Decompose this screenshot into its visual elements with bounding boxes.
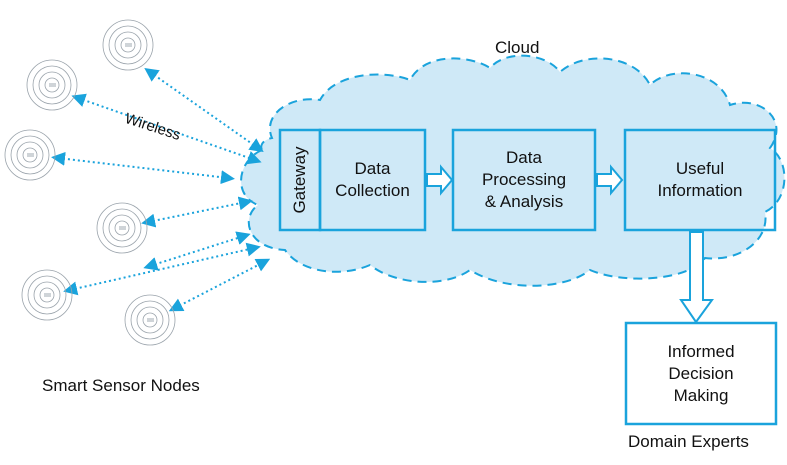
stage-line: Processing xyxy=(481,170,567,189)
data-collection-text: Data Collection xyxy=(320,130,425,230)
stage-line: Useful xyxy=(675,159,725,178)
sensor-nodes xyxy=(4,19,176,346)
cloud-shape xyxy=(240,54,786,287)
stage-line: Data xyxy=(354,159,391,178)
decision-text: Informed Decision Making xyxy=(626,323,776,424)
sensor-node-icon xyxy=(124,294,176,346)
wireless-link-6 xyxy=(63,242,261,296)
useful-information-text: Useful Information xyxy=(625,130,775,230)
wireless-link-4 xyxy=(141,196,253,228)
stage-line: Collection xyxy=(335,181,410,200)
stage-line: & Analysis xyxy=(484,192,564,211)
wireless-links xyxy=(51,67,271,312)
sensor-node-icon xyxy=(4,129,56,181)
sensor-node-icon xyxy=(26,59,78,111)
data-processing-text: Data Processing & Analysis xyxy=(453,130,595,230)
data-collection-box xyxy=(318,128,427,232)
sensor-node-icon xyxy=(96,202,148,254)
wireless-link-7 xyxy=(168,258,271,312)
decision-box xyxy=(624,321,778,426)
stage-line: Data xyxy=(506,148,542,167)
arrow-information-to-decision xyxy=(679,231,714,324)
decision-line: Making xyxy=(673,385,729,405)
wireless-link-2 xyxy=(71,93,262,165)
stage-line: Information xyxy=(657,181,743,200)
cloud-label: Cloud xyxy=(495,38,540,57)
decision-line: Decision xyxy=(668,363,734,383)
gateway-label-wrap: Gateway xyxy=(285,130,315,230)
sensor-node-icon xyxy=(21,269,73,321)
sensor-node-icon xyxy=(102,19,154,71)
gateway-label: Gateway xyxy=(290,146,309,214)
decision-line: Informed xyxy=(667,341,735,361)
experts-label: Domain Experts xyxy=(628,432,749,451)
sensors-label: Smart Sensor Nodes xyxy=(42,376,200,395)
wireless-link-3 xyxy=(51,151,235,185)
arrow-collection-to-processing xyxy=(426,164,454,196)
arrow-processing-to-information xyxy=(596,164,624,196)
useful-information-box xyxy=(623,128,777,232)
